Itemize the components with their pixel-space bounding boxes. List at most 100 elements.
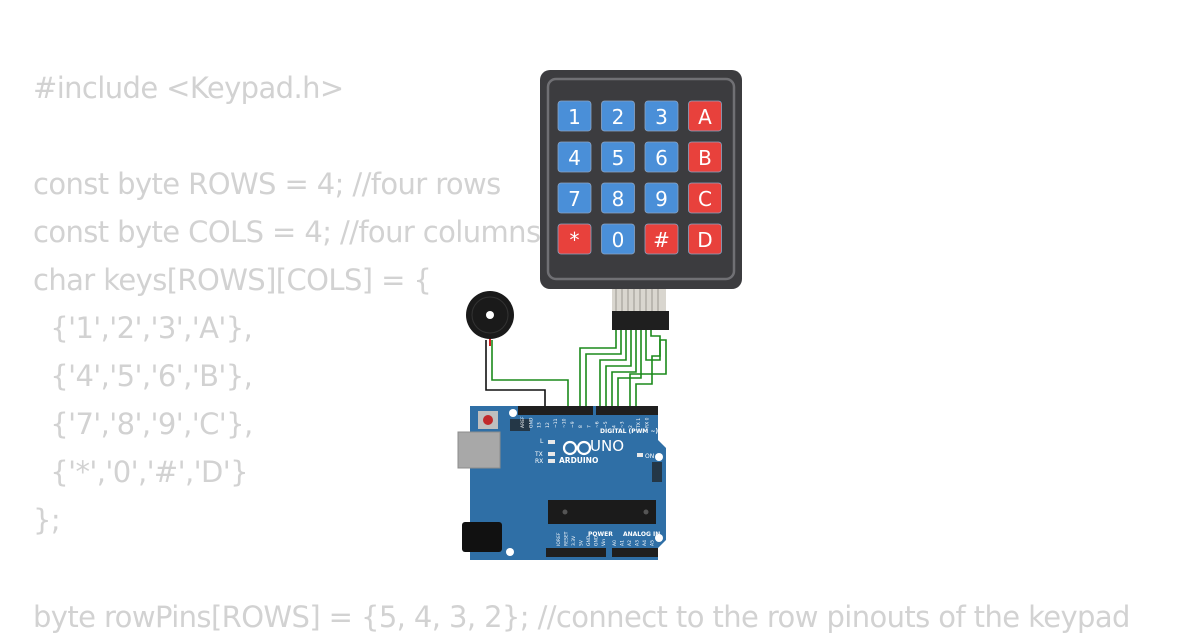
keypad-key-label: 4 — [568, 146, 581, 170]
pin-label: 12 — [545, 422, 551, 428]
wire-keypad-pin-3 — [599, 330, 627, 410]
code-editor-background: #include <Keypad.h>const byte ROWS = 4; … — [33, 66, 1130, 634]
keypad-key-label: * — [570, 228, 580, 252]
pin-label: 5V — [579, 539, 585, 546]
arduino-logo-icon — [562, 440, 578, 456]
keypad-key-label: 7 — [568, 187, 581, 211]
reset-button-cap — [483, 415, 493, 425]
wire-keypad-pin-5 — [611, 330, 637, 410]
keypad-key-D[interactable]: D — [688, 223, 722, 255]
led-label-tx: TX — [534, 451, 543, 458]
wire-keypad-pin-2 — [585, 330, 622, 410]
pin-label: GND — [528, 417, 534, 428]
pin-label: 7 — [586, 425, 592, 428]
ribbon-lines — [615, 289, 659, 311]
pin-label: RESET — [564, 531, 570, 546]
wire-keypad-pin-8 — [635, 330, 661, 410]
code-line: {'*','0','#','D'} — [33, 455, 248, 489]
keypad-key-label: 1 — [568, 105, 581, 129]
wire-buzzer-ground — [485, 340, 546, 410]
analog-label: ANALOG IN — [623, 531, 660, 538]
pin-label: GND — [586, 535, 592, 546]
keypad-key-label: 0 — [612, 228, 625, 252]
keypad-key-label: 3 — [655, 105, 668, 129]
wire-keypad-pin-4 — [605, 330, 632, 410]
keypad-key-5[interactable]: 5 — [601, 141, 635, 173]
keypad-key-2[interactable]: 2 — [601, 100, 635, 132]
pin-label: RX 0 — [645, 417, 651, 428]
wire-buzzer-signal — [491, 340, 569, 410]
keypad-key-6[interactable]: 6 — [644, 141, 679, 173]
arduino-model-label: UNO — [590, 437, 624, 455]
keypad-key-label: 6 — [655, 146, 668, 170]
icsp-header-right — [652, 462, 662, 482]
keypad-key-*[interactable]: * — [557, 223, 592, 255]
pin-label: ~5 — [603, 421, 609, 428]
pin-label: A3 — [635, 540, 641, 546]
keypad-key-B[interactable]: B — [688, 141, 722, 173]
pin-label: AREF — [520, 416, 526, 428]
keypad-key-label: C — [698, 187, 712, 211]
buzzer-icon[interactable] — [466, 291, 514, 339]
pin-label: 3.3V — [571, 535, 577, 546]
keypad-key-9[interactable]: 9 — [644, 182, 679, 214]
pin-label: ~9 — [570, 421, 576, 428]
keypad-key-label: 8 — [612, 187, 625, 211]
arduino-logo-label: ARDUINO — [559, 456, 598, 465]
mount-hole — [655, 534, 663, 542]
usb-connector — [457, 431, 501, 469]
buzzer-wires — [485, 336, 569, 410]
digital-label: DIGITAL (PWM ~) — [600, 428, 658, 435]
wire-keypad-pin-7 — [629, 330, 667, 410]
keypad-key-4[interactable]: 4 — [557, 141, 592, 173]
keypad-key-A[interactable]: A — [688, 100, 722, 132]
icsp-header-top — [510, 419, 530, 431]
keypad-key-#[interactable]: # — [644, 223, 679, 255]
pin-label: TX 1 — [636, 418, 642, 429]
keypad-key-3[interactable]: 3 — [644, 100, 679, 132]
digital-header-right — [596, 406, 658, 415]
code-line: const byte COLS = 4; //four columns — [33, 215, 541, 249]
pin-label: A1 — [620, 540, 626, 546]
led-label-rx: RX — [535, 458, 543, 465]
pin-label: 8 — [578, 425, 584, 428]
power-label: POWER — [588, 531, 613, 538]
led-label-l: L — [540, 438, 544, 445]
digital-header-left — [518, 406, 593, 415]
keypad-key-label: D — [697, 228, 712, 252]
pin-label: ~11 — [553, 418, 559, 428]
power-jack — [462, 522, 502, 552]
pin-label: ~10 — [562, 418, 568, 428]
on-label: ON — [645, 453, 654, 460]
pin-label: 13 — [537, 422, 543, 428]
keypad-key-label: # — [653, 228, 670, 252]
keypad-key-label: B — [698, 146, 712, 170]
pin-label: Vin — [601, 539, 607, 546]
pin-label: GND — [594, 535, 600, 546]
code-line: {'4','5','6','B'}, — [33, 359, 253, 393]
keypad-key-label: 9 — [655, 187, 668, 211]
pin-label: IOREF — [556, 532, 562, 546]
keypad-key-label: A — [698, 105, 712, 129]
keypad-key-C[interactable]: C — [688, 182, 722, 214]
code-line: char keys[ROWS][COLS] = { — [33, 263, 432, 297]
arduino-uno-board[interactable]: UNO ARDUINO DIGITAL (PWM ~) L TX RX ON P… — [457, 406, 666, 560]
power-header — [546, 548, 606, 557]
keypad-key-label: 5 — [612, 146, 625, 170]
keypad-key-1[interactable]: 1 — [557, 100, 592, 132]
keypad-key-0[interactable]: 0 — [601, 223, 635, 255]
code-line: const byte ROWS = 4; //four rows — [33, 167, 501, 201]
keypad-connector — [612, 311, 669, 330]
code-line: byte rowPins[ROWS] = {5, 4, 3, 2}; //con… — [33, 600, 1130, 634]
keypad-wires — [579, 330, 667, 410]
pin-label: ~6 — [595, 421, 601, 428]
keypad-key-8[interactable]: 8 — [601, 182, 635, 214]
keypad-key-7[interactable]: 7 — [557, 182, 592, 214]
code-line: {'7','8','9','C'}, — [33, 407, 253, 441]
